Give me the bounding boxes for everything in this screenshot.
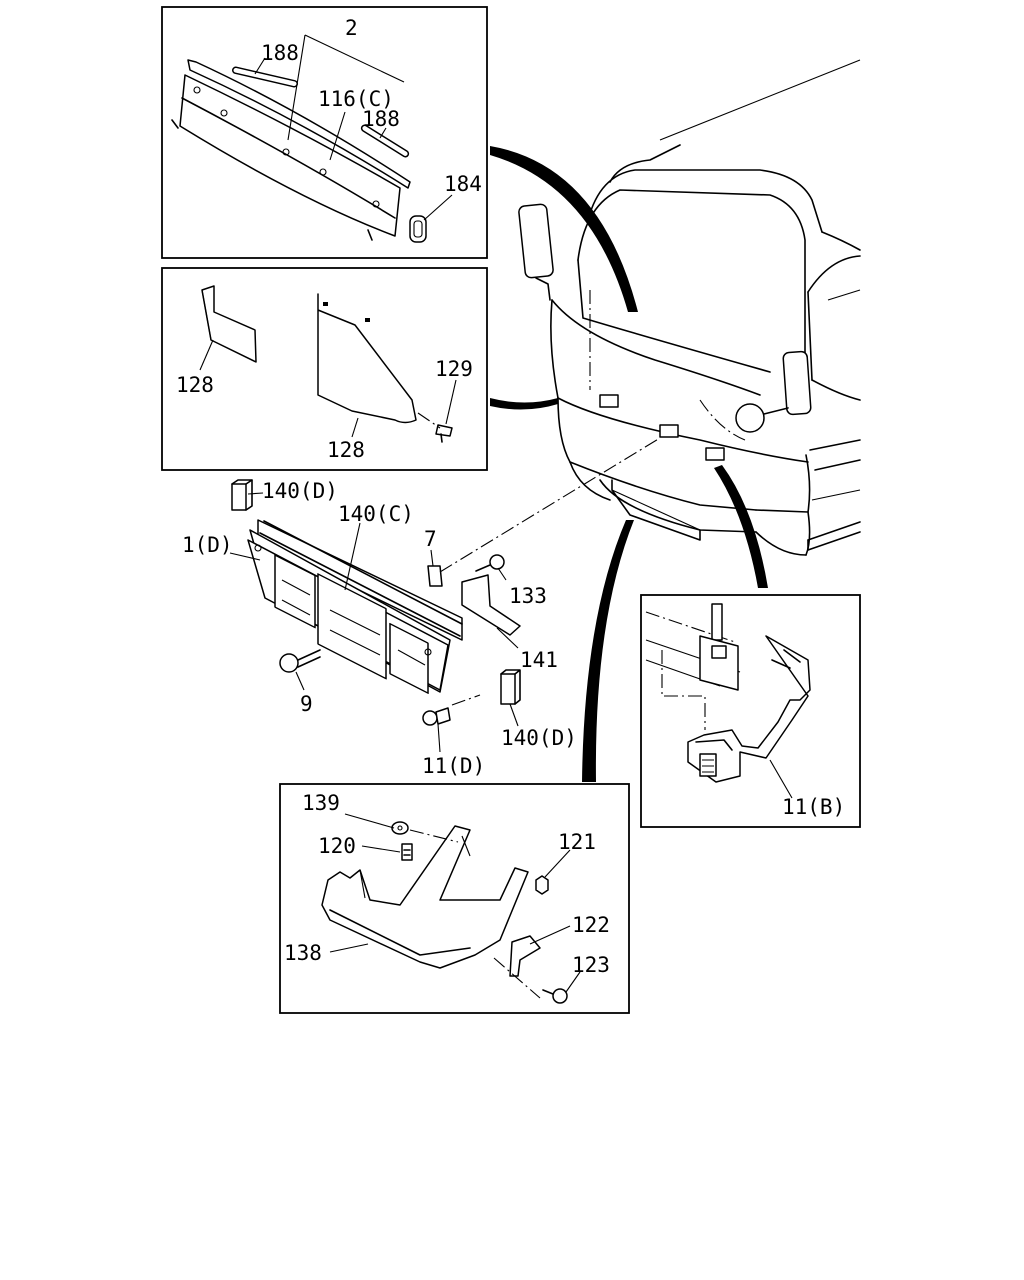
callout-140c: 140(C) [338,502,414,526]
bolt-9 [279,649,321,673]
bracket-128-a [201,285,257,363]
callout-138: 138 [284,941,322,965]
callout-11b: 11(B) [782,795,845,819]
callout-7: 7 [424,527,437,551]
grommet-184 [409,215,427,243]
callout-128-a: 128 [176,373,214,397]
bolt-123 [542,988,568,1004]
callout-188-b: 188 [362,107,400,131]
callout-116c: 116(C) [318,87,394,111]
arrow-to-clip-detail [714,465,768,588]
spacer-140d-bottom [500,673,516,705]
callout-140d-top: 140(D) [262,479,338,503]
callout-140d-bottom: 140(D) [501,726,577,750]
callout-2: 2 [345,16,358,40]
callout-120: 120 [318,834,356,858]
weatherstrip-188-b [360,124,410,158]
callout-123: 123 [572,953,610,977]
callout-139: 139 [302,791,340,815]
callout-128-b: 128 [327,438,365,462]
under-cover-138 [321,825,529,969]
washer-139 [391,821,409,835]
nut-121 [535,875,549,895]
arrow-to-bracket-panel [490,398,558,410]
clip-129 [435,424,453,443]
bolt-120 [401,843,413,861]
upper-garnish-panel [171,59,411,241]
callout-121: 121 [558,830,596,854]
bracket-141 [461,574,521,636]
bracket-122 [509,935,541,977]
callout-labels: 2 188 116(C) 188 184 128 129 128 140(D) … [176,16,845,977]
clip-7 [427,565,443,587]
callout-129: 129 [435,357,473,381]
callout-9: 9 [300,692,313,716]
bolt-133 [475,554,505,572]
truck-cab-illustration [518,59,861,556]
callout-1d: 1(D) [182,533,233,557]
clip-11d [422,707,451,726]
callout-184: 184 [444,172,482,196]
spacer-140d-top [231,483,247,511]
callout-188-a: 188 [261,41,299,65]
callout-141: 141 [520,648,558,672]
callout-133: 133 [509,584,547,608]
bracket-128-b [317,293,417,424]
front-grille-1d [247,519,463,694]
clip-11b-detail [687,635,811,783]
callout-11d: 11(D) [422,754,485,778]
detail-box-clip [640,594,861,828]
arrow-to-under-cover [582,520,634,782]
arrow-to-top-panel [490,146,638,312]
callout-122: 122 [572,913,610,937]
